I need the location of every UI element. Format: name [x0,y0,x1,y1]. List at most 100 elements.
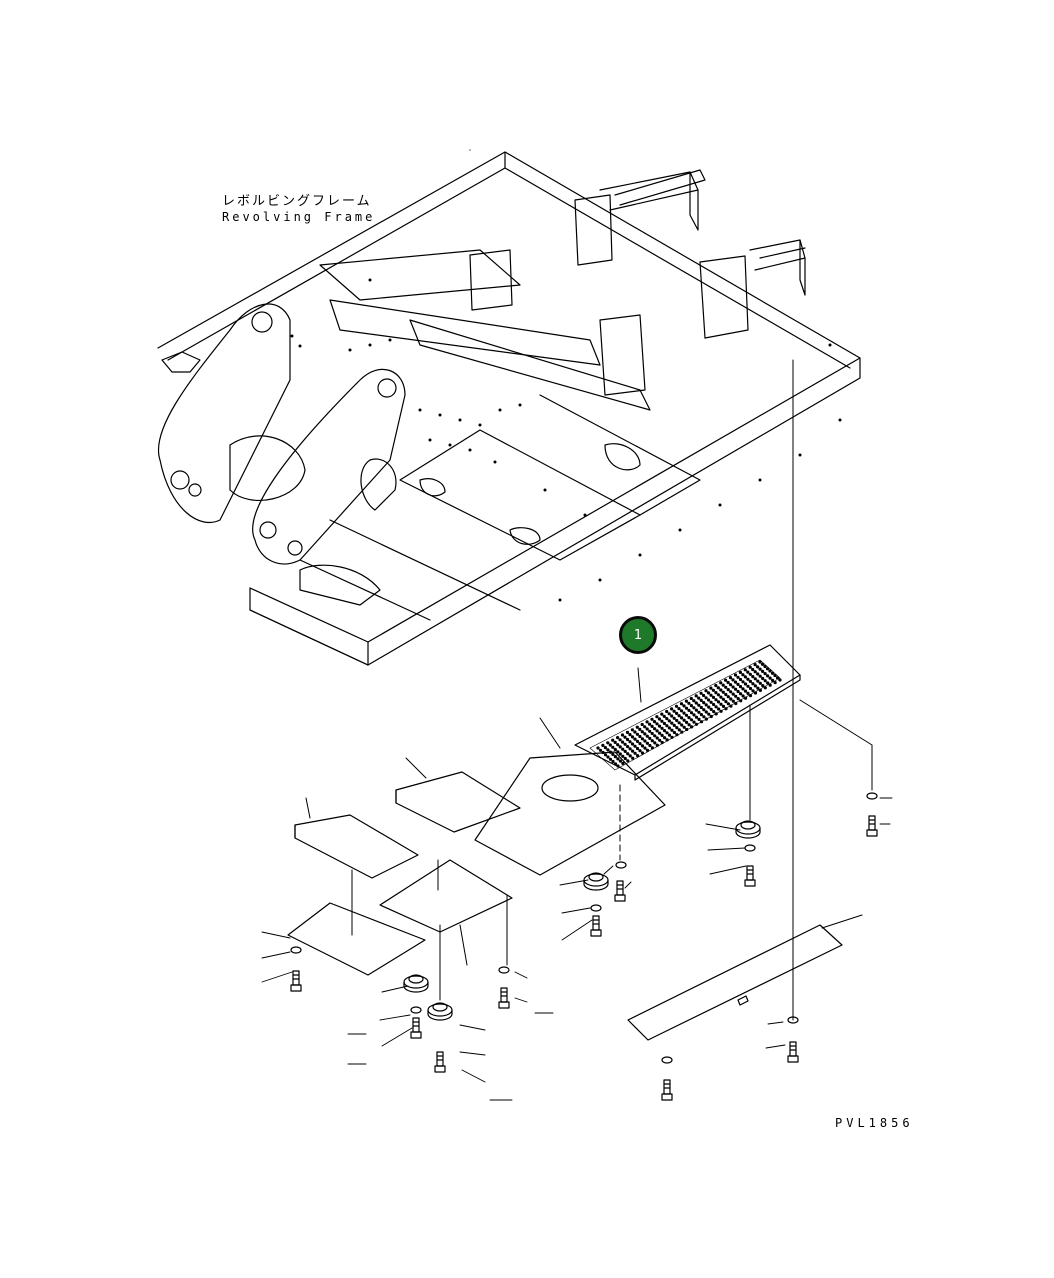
mesh-hole [620,733,625,737]
mesh-hole [655,743,659,747]
bolt [661,1079,673,1101]
mesh-hole [645,720,649,724]
mesh-hole [677,714,681,718]
mesh-hole [704,696,708,700]
washer [290,946,302,954]
mesh-hole [741,680,745,684]
mesh-hole [761,684,765,688]
mesh-hole [751,689,755,693]
mesh-cover-plate [574,644,801,781]
mesh-hole [672,723,676,728]
bolt [787,1041,799,1063]
mesh-hole [645,734,649,738]
washer [498,966,510,974]
mesh-hole [623,735,627,739]
mesh-hole [741,673,745,677]
mesh-hole [761,676,765,681]
mesh-hole [689,704,694,708]
mesh-hole [729,690,733,694]
mesh-hole [738,685,743,689]
mesh-hole [743,682,748,686]
mesh-hole [662,729,667,733]
mesh-hole [697,703,701,707]
mesh-hole [736,697,740,701]
mesh-hole [704,710,708,714]
mesh-hole [702,708,706,712]
mesh-hole [748,686,753,691]
mesh-hole [766,681,770,685]
mesh-hole [743,675,748,679]
mesh-hole [763,672,767,676]
mesh-hole [626,745,630,749]
mesh-hole [616,764,620,768]
mesh-hole [628,747,632,751]
mesh-hole [682,718,686,722]
mesh-hole [704,703,708,707]
part-callout-1[interactable]: 1 [619,616,657,654]
mesh-hole [645,741,650,745]
mesh-hole [719,688,723,692]
mesh-hole [643,739,647,743]
mesh-hole [665,738,669,742]
mesh-hole [734,687,738,691]
mesh-hole [721,683,725,687]
mesh-hole [650,746,655,750]
mesh-hole [714,683,718,688]
mesh-hole [613,762,618,766]
mesh-hole [687,716,691,720]
mesh-hole [714,705,718,709]
mesh-hole [697,717,701,722]
mesh-hole [702,701,706,705]
mesh-hole [621,747,625,751]
mesh-hole [631,756,635,760]
mesh-hole [606,755,610,759]
mesh-hole [709,693,713,697]
mesh-hole [603,753,608,757]
mesh-hole [657,724,662,728]
mesh-hole [753,691,758,695]
mesh-hole [657,717,662,721]
bolt [590,915,602,937]
mesh-hole [663,736,667,740]
mesh-hole [709,707,713,712]
mesh-hole [739,692,743,696]
mesh-hole [633,737,637,741]
mesh-hole [726,688,730,692]
mesh-hole [640,744,645,748]
mesh-hole [753,663,757,667]
mesh-hole [640,737,645,741]
mesh-hole [684,706,689,710]
mesh-hole [726,680,730,685]
mesh-hole [699,720,704,724]
mesh-hole [704,689,708,693]
mesh-hole [638,734,642,739]
mesh-hole [635,732,640,736]
mesh-hole [618,752,622,756]
bolt [866,815,878,837]
mesh-hole [608,743,612,747]
mesh-hole [734,701,738,706]
mesh-hole [640,751,645,755]
lower-panels [287,751,843,1041]
mesh-hole [712,702,716,707]
mesh-hole [707,698,711,702]
mesh-hole [616,736,620,740]
mesh-hole [699,713,704,717]
mesh-hole [638,727,642,732]
mesh-hole [743,668,747,672]
mesh-hole [724,692,728,697]
mesh-hole [724,707,728,711]
washer [787,1016,799,1024]
mesh-hole [719,695,723,699]
mesh-hole [625,737,630,742]
mesh-hole [753,670,757,674]
mesh-hole [643,725,647,729]
mesh-hole [778,678,782,682]
mesh-hole [625,730,630,735]
mesh-hole [650,731,654,736]
mesh-hole [611,759,615,764]
mesh-hole [648,736,652,741]
mesh-hole [611,752,615,757]
mesh-hole [692,713,696,717]
